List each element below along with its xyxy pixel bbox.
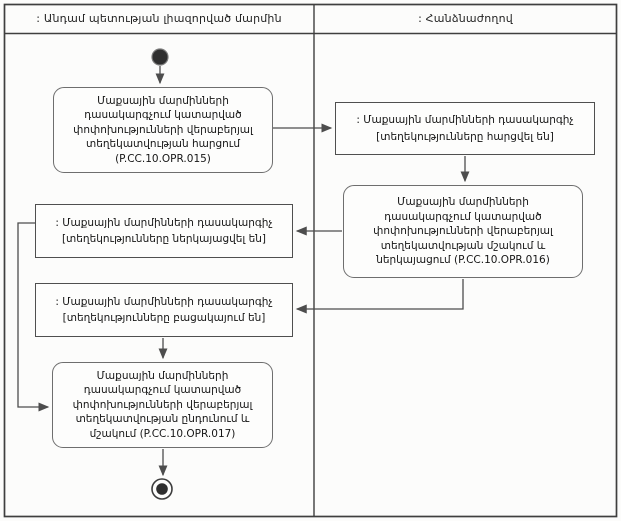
initial-node [151,48,169,66]
activity-opr015-label: Մաքսային մարմինների դասակարգչում կատարվա… [73,94,253,165]
activity-opr017: Մաքսային մարմինների դասակարգչում կատարվա… [52,362,273,448]
connector-submitted-to-opr017 [17,222,50,412]
lane-header-member-state: : Անդամ պետության լիազորված մարմին [4,4,314,33]
object-classifier-submitted-name: : Մաքսային մարմինների դասակարգիչ [55,216,273,229]
final-node-inner [156,483,168,495]
object-classifier-submitted-state: [տեղեկությունները ներկայացվել են] [61,233,267,245]
connector-opr016-to-absent [295,279,464,314]
activity-opr017-label: Մաքսային մարմինների դասակարգչում կատարվա… [72,369,253,440]
activity-opr015: Մաքսային մարմինների դասակարգչում կատարվա… [53,87,273,173]
object-classifier-queried-state: [տեղեկությունները հարցվել են] [376,130,554,143]
object-classifier-submitted: : Մաքսային մարմինների դասակարգիչ [տեղեկո… [35,204,293,258]
activity-opr016-label: Մաքսային մարմինների դասակարգչում կատարվա… [373,196,553,267]
lane-header-commission-label: : Հանձնաժողով [418,12,513,25]
lane-header-member-state-label: : Անդամ պետության լիազորված մարմին [36,12,282,25]
diagram-frame [3,3,618,518]
object-classifier-absent-name: : Մաքսային մարմինների դասակարգիչ [55,295,273,308]
object-classifier-absent-state: [տեղեկությունները բացակայում են] [62,312,266,324]
activity-opr016: Մաքսային մարմինների դասակարգչում կատարվա… [343,185,583,278]
object-classifier-queried-name: : Մաքսային մարմինների դասակարգիչ [356,114,574,127]
object-classifier-queried: : Մաքսային մարմինների դասակարգիչ [տեղեկո… [335,102,595,155]
object-classifier-absent: : Մաքսային մարմինների դասակարգիչ [տեղեկո… [35,283,293,337]
lane-header-commission: : Հանձնաժողով [314,4,617,33]
